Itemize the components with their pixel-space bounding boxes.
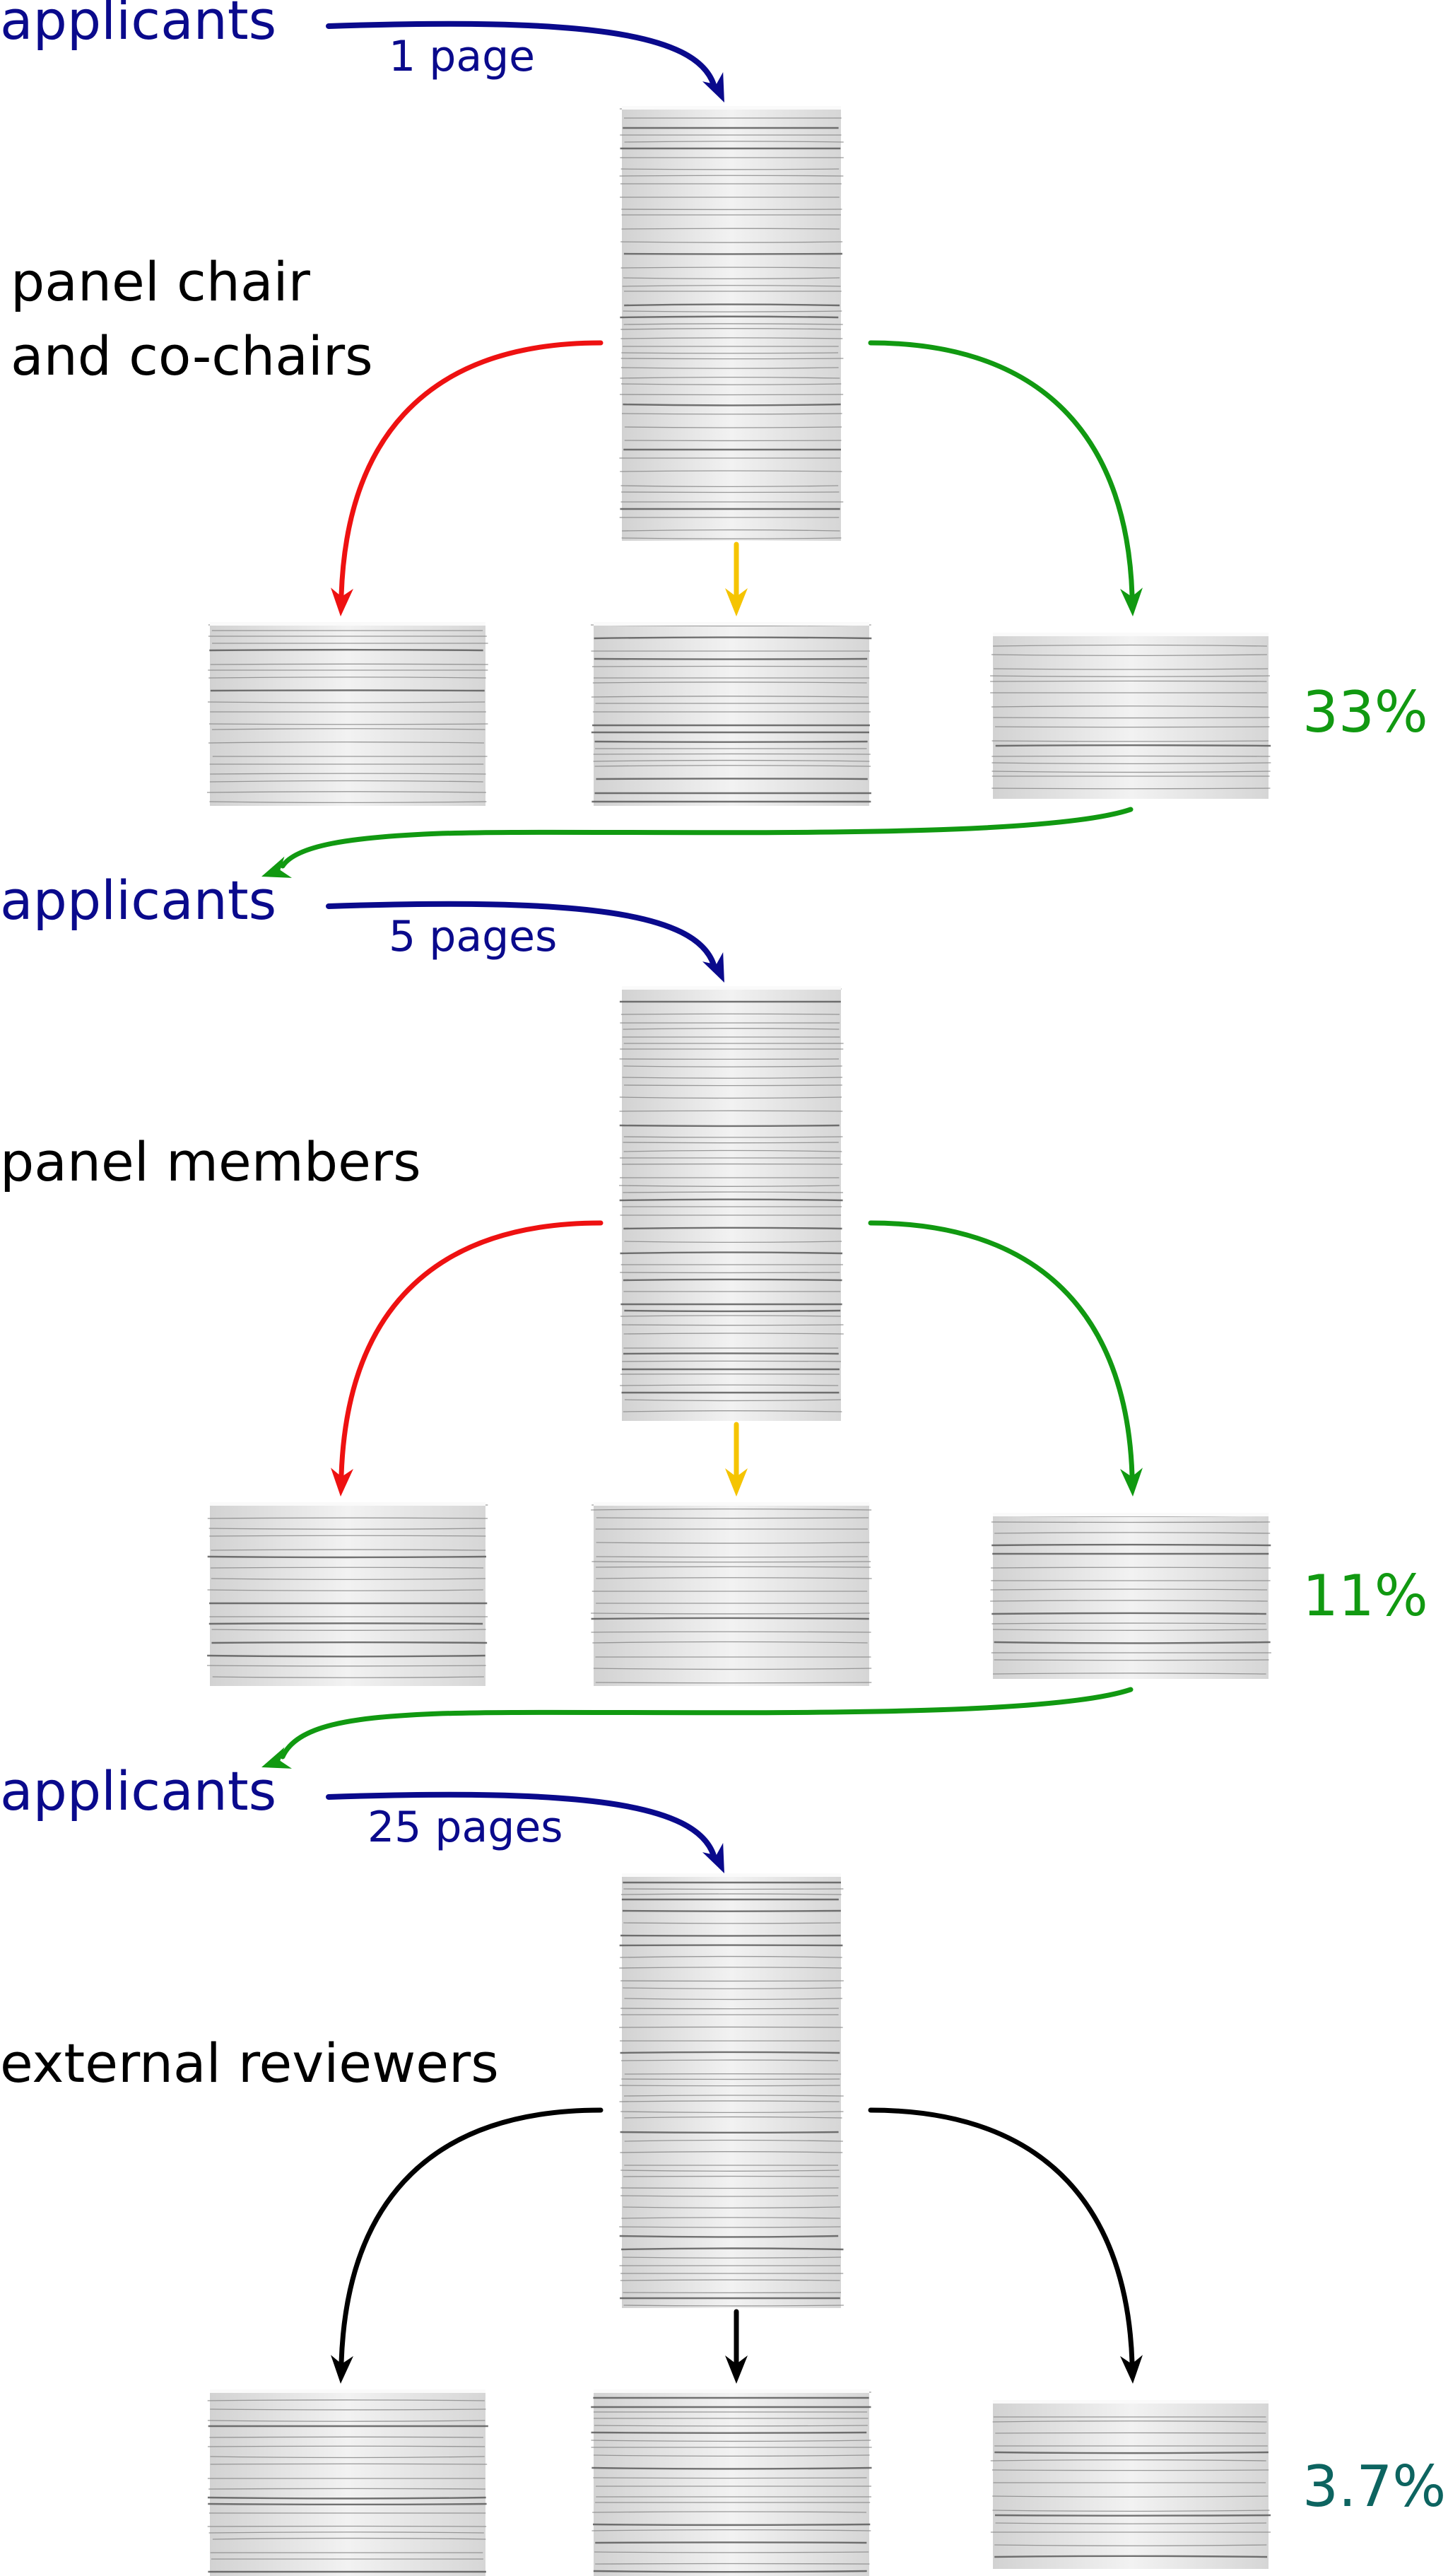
- stage-1-pages-label: 1 page: [389, 32, 535, 81]
- stage-1-accepted-stack: [990, 633, 1271, 799]
- stage-2-reviewer-label-1: panel members: [0, 1130, 421, 1193]
- stage-2-undecided-arrow: [725, 1422, 748, 1497]
- stage-3-accepted-stack: [990, 2400, 1271, 2569]
- stage-2-accepted-stack: [990, 1513, 1271, 1679]
- stage-1-advance-arrow: [261, 807, 1134, 878]
- stage-1-submitted-stack: [619, 106, 844, 541]
- stage-2-success-rate: 11%: [1302, 1563, 1428, 1629]
- stage-3-applicants-label: applicants: [0, 1760, 276, 1822]
- stage-2-accept-arrow: [868, 1220, 1143, 1497]
- stage-3-reject-arrow: [331, 2107, 604, 2384]
- stage-3-reviewer-label-1: external reviewers: [0, 2032, 499, 2095]
- stage-2-reject-arrow: [331, 1220, 604, 1497]
- stage-3-undecided-stack: [591, 2389, 872, 2576]
- stage-1-accept-arrow: [868, 340, 1143, 616]
- stage-2-rejected-stack: [207, 1502, 488, 1686]
- stage-3-submission-arrow: [326, 1791, 724, 1873]
- stage-2-advance-arrow: [261, 1687, 1134, 1769]
- stage-1-rejected-stack: [207, 622, 488, 806]
- stage-3-success-rate: 3.7%: [1302, 2454, 1446, 2519]
- stage-1-submission-arrow: [326, 21, 724, 103]
- stage-3-undecided-arrow: [725, 2309, 748, 2384]
- stage-1-reject-arrow: [331, 340, 604, 616]
- stage-1-applicants-label: applicants: [0, 0, 276, 52]
- stage-3-rejected-stack: [207, 2389, 488, 2576]
- stage-1-undecided-arrow: [725, 541, 748, 616]
- stage-2-submission-arrow: [326, 901, 724, 983]
- stage-1-undecided-stack: [591, 622, 872, 806]
- stage-3-pages-label: 25 pages: [367, 1803, 563, 1852]
- stage-2-undecided-stack: [591, 1502, 872, 1686]
- stage-2-applicants-label: applicants: [0, 869, 276, 932]
- stage-1-success-rate: 33%: [1302, 679, 1428, 745]
- stage-3-submitted-stack: [619, 1873, 844, 2308]
- stage-2-submitted-stack: [619, 986, 844, 1421]
- stage-1-reviewer-label-2: and co-chairs: [11, 324, 373, 387]
- stage-3-accept-arrow: [868, 2107, 1143, 2384]
- stage-2-pages-label: 5 pages: [389, 912, 557, 961]
- stage-1-reviewer-label-1: panel chair: [11, 250, 311, 313]
